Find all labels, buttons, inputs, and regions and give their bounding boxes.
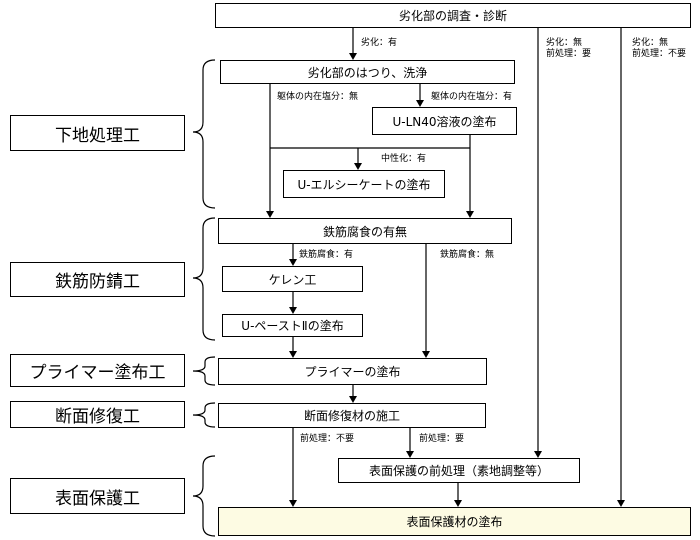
label-corrosion-yes: 鉄筋腐食：有 — [299, 250, 354, 260]
repair-box: 断面修復材の施工 — [218, 403, 486, 428]
corrosion-box: 鉄筋腐食の有無 — [218, 218, 512, 244]
label-pretreat-none: 前処理：不要 — [300, 434, 355, 444]
silicate-box: U-エルシーケートの塗布 — [283, 170, 445, 198]
final-box: 表面保護材の塗布 — [218, 507, 691, 536]
pretreat-box: 表面保護の前処理（素地調整等） — [338, 458, 580, 483]
label-pretreat-required: 前処理：要 — [419, 434, 465, 444]
label-line-1: 劣化：無 — [546, 38, 583, 48]
primer-box: プライマーの塗布 — [218, 358, 487, 385]
label-neutralization-yes: 中性化：有 — [381, 154, 427, 164]
stage-surface-protection: 表面保護工 — [10, 478, 185, 514]
stage-primer: プライマー塗布工 — [10, 354, 185, 387]
kelen-box: ケレン工 — [222, 266, 363, 292]
stage-base-prep: 下地処理工 — [10, 115, 185, 151]
paste-box: U-ペーストⅡの塗布 — [222, 314, 363, 337]
label-degradation-yes: 劣化：有 — [361, 38, 398, 48]
stage-section-repair: 断面修復工 — [10, 401, 185, 428]
label-corrosion-none: 鉄筋腐食：無 — [440, 250, 495, 260]
label-degradation-none-pretreat-none: 劣化：無 前処理：不要 — [632, 38, 686, 60]
uln40-box: U-LN40溶液の塗布 — [372, 107, 517, 135]
label-degradation-none-pretreat-required: 劣化：無 前処理：要 — [546, 38, 591, 60]
label-line-2: 前処理：要 — [546, 49, 592, 59]
stage-rust-prevention: 鉄筋防錆工 — [10, 262, 185, 297]
label-line-2: 前処理：不要 — [632, 49, 687, 59]
label-salt-none: 躯体の内在塩分：無 — [277, 92, 359, 102]
label-line-1: 劣化：無 — [632, 38, 669, 48]
inspection-box: 劣化部の調査・診断 — [215, 3, 691, 28]
chipping-box: 劣化部のはつり、洗浄 — [220, 60, 515, 84]
label-salt-yes: 躯体の内在塩分：有 — [431, 92, 513, 102]
